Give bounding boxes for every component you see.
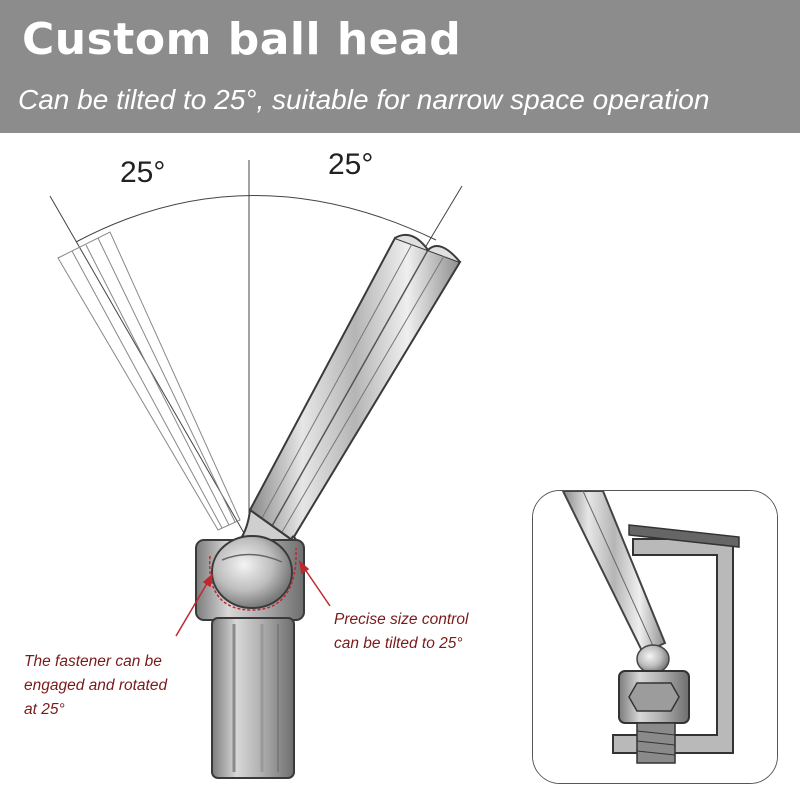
banner-subtitle: Can be tilted to 25°, suitable for narro…	[18, 84, 710, 115]
angle-label-right: 25°	[328, 148, 374, 181]
callout-right: Precise size control can be tilted to 25…	[334, 608, 468, 656]
callout-left-line1: The fastener can be	[24, 653, 162, 670]
banner-title: Custom ball head	[22, 14, 462, 65]
usage-inset	[532, 490, 778, 784]
angle-label-left: 25°	[120, 156, 166, 189]
header-banner: Custom ball head Can be tilted to 25°, s…	[0, 0, 800, 133]
callout-arrows	[175, 560, 331, 637]
angle-arc	[75, 195, 437, 243]
usage-illustration	[533, 491, 777, 783]
callout-right-line1: Precise size control	[334, 611, 469, 628]
callout-left-line3: at 25°	[24, 701, 65, 718]
callout-left: The fastener can be engaged and rotated …	[24, 650, 167, 722]
callout-right-line2: can be tilted to 25°	[334, 635, 463, 652]
ghost-hex-key	[57, 231, 241, 531]
hex-key-shaft	[248, 234, 462, 542]
ball-highlight	[208, 547, 297, 611]
ball-head	[211, 535, 293, 609]
callout-left-line2: engaged and rotated	[24, 677, 168, 694]
